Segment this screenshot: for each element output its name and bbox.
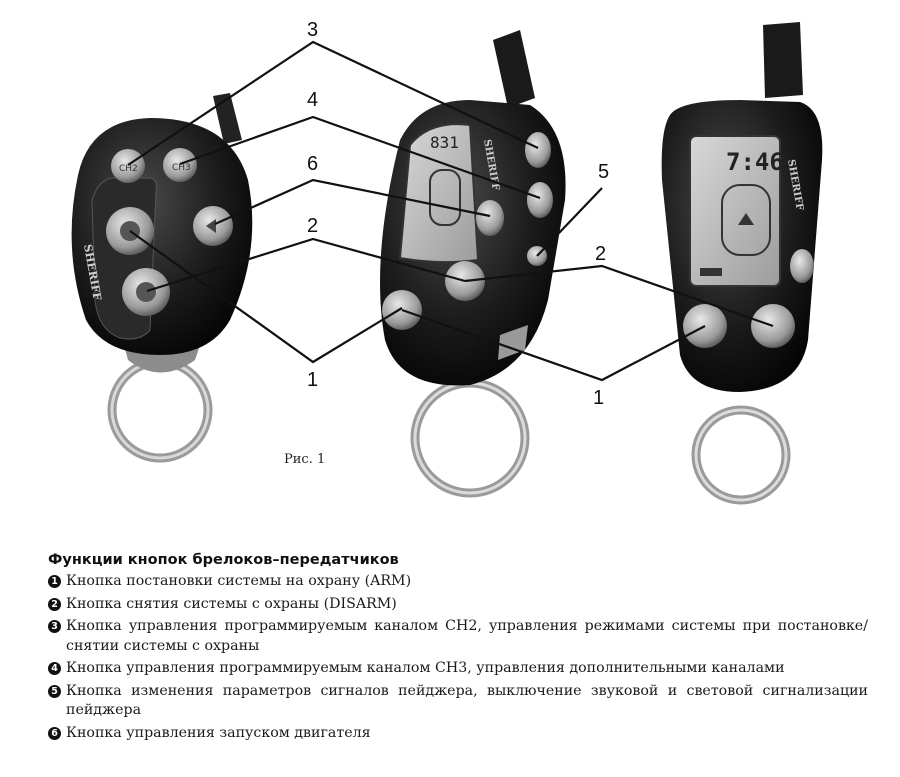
engine-start-button [476, 200, 504, 236]
legend-item-arm: 1 Кнопка постановки системы на охрану (A… [48, 572, 868, 592]
fob-basic: SHERIFF CH2 CH3 [71, 93, 253, 463]
number-1-bullet: 1 [48, 575, 61, 588]
legend-item-text: Кнопка управления программируемым канало… [66, 618, 868, 654]
fob-lcd-angled: 831 SHERIFF [380, 30, 566, 498]
legend-list: 1 Кнопка постановки системы на охрану (A… [48, 572, 868, 743]
callout-6: 6 [307, 153, 318, 175]
fob-lcd-front: 7:46 SHERIFF [661, 22, 823, 505]
callout-2-right: 2 [595, 243, 606, 265]
number-5-bullet: 5 [48, 684, 61, 698]
legend-item-text: Кнопка снятия системы с охраны (DISARM) [66, 595, 397, 612]
callout-3: 3 [307, 19, 318, 41]
ch2-button: CH2 [111, 149, 145, 183]
key-fob-figure: SHERIFF CH2 CH3 831 SHERIFF 7:46 SHE [71, 19, 823, 505]
number-6-bullet: 6 [48, 726, 61, 740]
legend-item-ch2: 3 Кнопка управления программируемым кана… [48, 617, 868, 656]
engine-start-button [193, 206, 233, 246]
lcd-time-display: 7:46 [726, 148, 784, 176]
svg-text:831: 831 [430, 133, 459, 152]
callout-1-right: 1 [593, 387, 604, 409]
legend-item-ch3: 4 Кнопка управления программируемым кана… [48, 659, 868, 679]
callout-1-left: 1 [307, 369, 318, 391]
callout-5: 5 [598, 161, 609, 183]
number-4-bullet: 4 [48, 662, 61, 675]
callout-2-left: 2 [307, 215, 318, 237]
disarm-button [122, 268, 170, 316]
legend-item-pager: 5 Кнопка изменения параметров сигналов п… [48, 682, 868, 721]
svg-text:CH2: CH2 [119, 164, 138, 174]
ch3-button [527, 182, 553, 218]
legend-item-engine: 6 Кнопка управления запуском двигателя [48, 724, 868, 744]
ch2-button [525, 132, 551, 168]
number-2-bullet: 2 [48, 597, 61, 611]
legend-item-text: Кнопка управления запуском двигателя [66, 724, 371, 741]
engine-start-button [790, 249, 814, 283]
number-3-bullet: 3 [48, 620, 61, 633]
legend-item-text: Кнопка изменения параметров сигналов пей… [66, 682, 868, 719]
legend-item-text: Кнопка постановки системы на охрану (ARM… [66, 573, 412, 589]
legend-item-disarm: 2 Кнопка снятия системы с охраны (DISARM… [48, 595, 868, 615]
legend-title: Функции кнопок брелоков–передатчиков [48, 552, 399, 568]
svg-text:CH3: CH3 [172, 163, 191, 173]
callout-lines [127, 40, 774, 382]
legend-item-text: Кнопка управления программируемым канало… [66, 660, 785, 676]
ch3-button: CH3 [163, 148, 197, 182]
button-functions-legend: Функции кнопок брелоков–передатчиков 1 К… [48, 552, 868, 746]
callout-4: 4 [307, 89, 318, 111]
figure-caption: Рис. 1 [284, 452, 326, 467]
